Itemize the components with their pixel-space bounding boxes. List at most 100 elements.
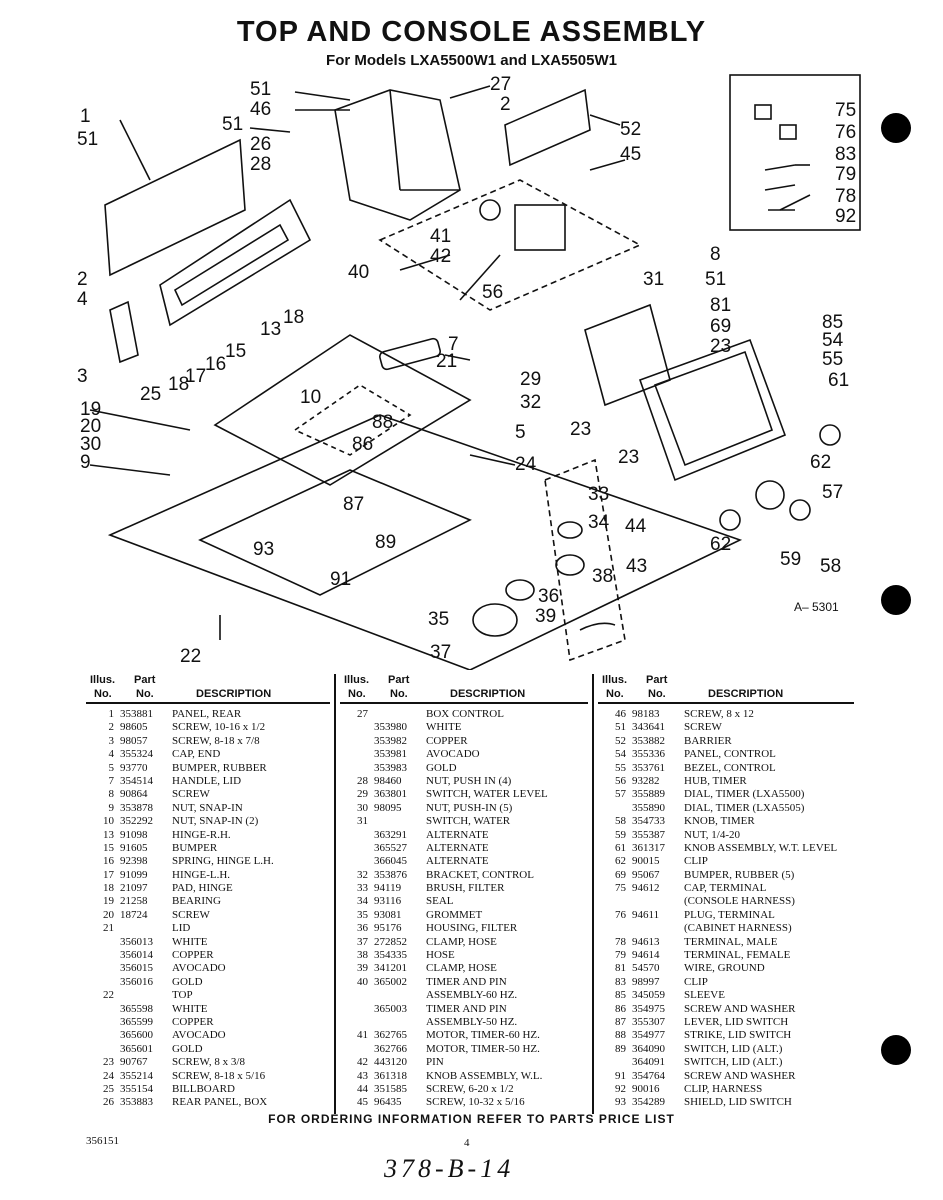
svg-text:17: 17 <box>185 366 206 387</box>
filter-housing-drawing <box>472 603 518 637</box>
svg-text:35: 35 <box>428 609 449 630</box>
svg-text:78: 78 <box>835 186 856 207</box>
svg-text:34: 34 <box>588 512 610 533</box>
binder-hole-middle <box>881 585 911 615</box>
svg-text:1: 1 <box>80 106 91 127</box>
svg-text:88: 88 <box>372 412 393 433</box>
svg-text:23: 23 <box>710 336 731 357</box>
svg-text:45: 45 <box>620 144 641 165</box>
svg-text:19: 19 <box>80 399 101 420</box>
header-illus: Illus. <box>602 674 628 686</box>
header-description: DESCRIPTION <box>450 688 526 700</box>
svg-text:92: 92 <box>835 206 856 227</box>
table-row: ASSEMBLY-50 HZ. <box>426 1015 518 1028</box>
svg-text:7: 7 <box>448 334 459 355</box>
svg-text:51: 51 <box>222 114 243 135</box>
svg-text:37: 37 <box>430 642 451 663</box>
header-part-no: No. <box>648 688 666 700</box>
svg-text:28: 28 <box>250 154 271 175</box>
control-panel-drawing <box>638 338 787 482</box>
billboard-drawing <box>159 198 312 327</box>
svg-text:24: 24 <box>515 454 537 475</box>
svg-text:55: 55 <box>822 349 843 370</box>
header-description: DESCRIPTION <box>196 688 272 700</box>
svg-text:9: 9 <box>80 452 91 473</box>
svg-text:36: 36 <box>538 586 559 607</box>
svg-text:79: 79 <box>835 164 856 185</box>
svg-text:18: 18 <box>168 374 189 395</box>
svg-text:20: 20 <box>80 416 101 437</box>
svg-text:57: 57 <box>822 482 843 503</box>
svg-text:51: 51 <box>705 269 726 290</box>
table-row: ASSEMBLY-60 HZ. <box>426 989 518 1002</box>
seal-drawing <box>555 554 585 576</box>
svg-text:51: 51 <box>77 129 98 150</box>
binder-hole-top <box>881 113 911 143</box>
header-illus: Illus. <box>90 674 116 686</box>
header-part: Part <box>388 674 410 686</box>
svg-text:25: 25 <box>140 384 161 405</box>
svg-text:8: 8 <box>710 244 721 265</box>
parts-column-header: Illus. Part No. No. DESCRIPTION <box>340 674 588 704</box>
svg-text:43: 43 <box>626 556 647 577</box>
column-divider <box>334 674 336 1114</box>
svg-text:44: 44 <box>625 516 647 537</box>
svg-text:5: 5 <box>515 422 526 443</box>
svg-text:40: 40 <box>348 262 369 283</box>
washer-top-drawing <box>107 414 743 670</box>
table-row: (CONSOLE HARNESS) <box>684 895 795 908</box>
header-part: Part <box>646 674 668 686</box>
svg-text:62: 62 <box>710 534 731 555</box>
svg-text:26: 26 <box>250 134 271 155</box>
page-number: 4 <box>464 1137 470 1149</box>
header-part: Part <box>134 674 156 686</box>
hose-drawing <box>579 622 616 631</box>
header-no: No. <box>94 688 112 700</box>
svg-text:39: 39 <box>535 606 556 627</box>
